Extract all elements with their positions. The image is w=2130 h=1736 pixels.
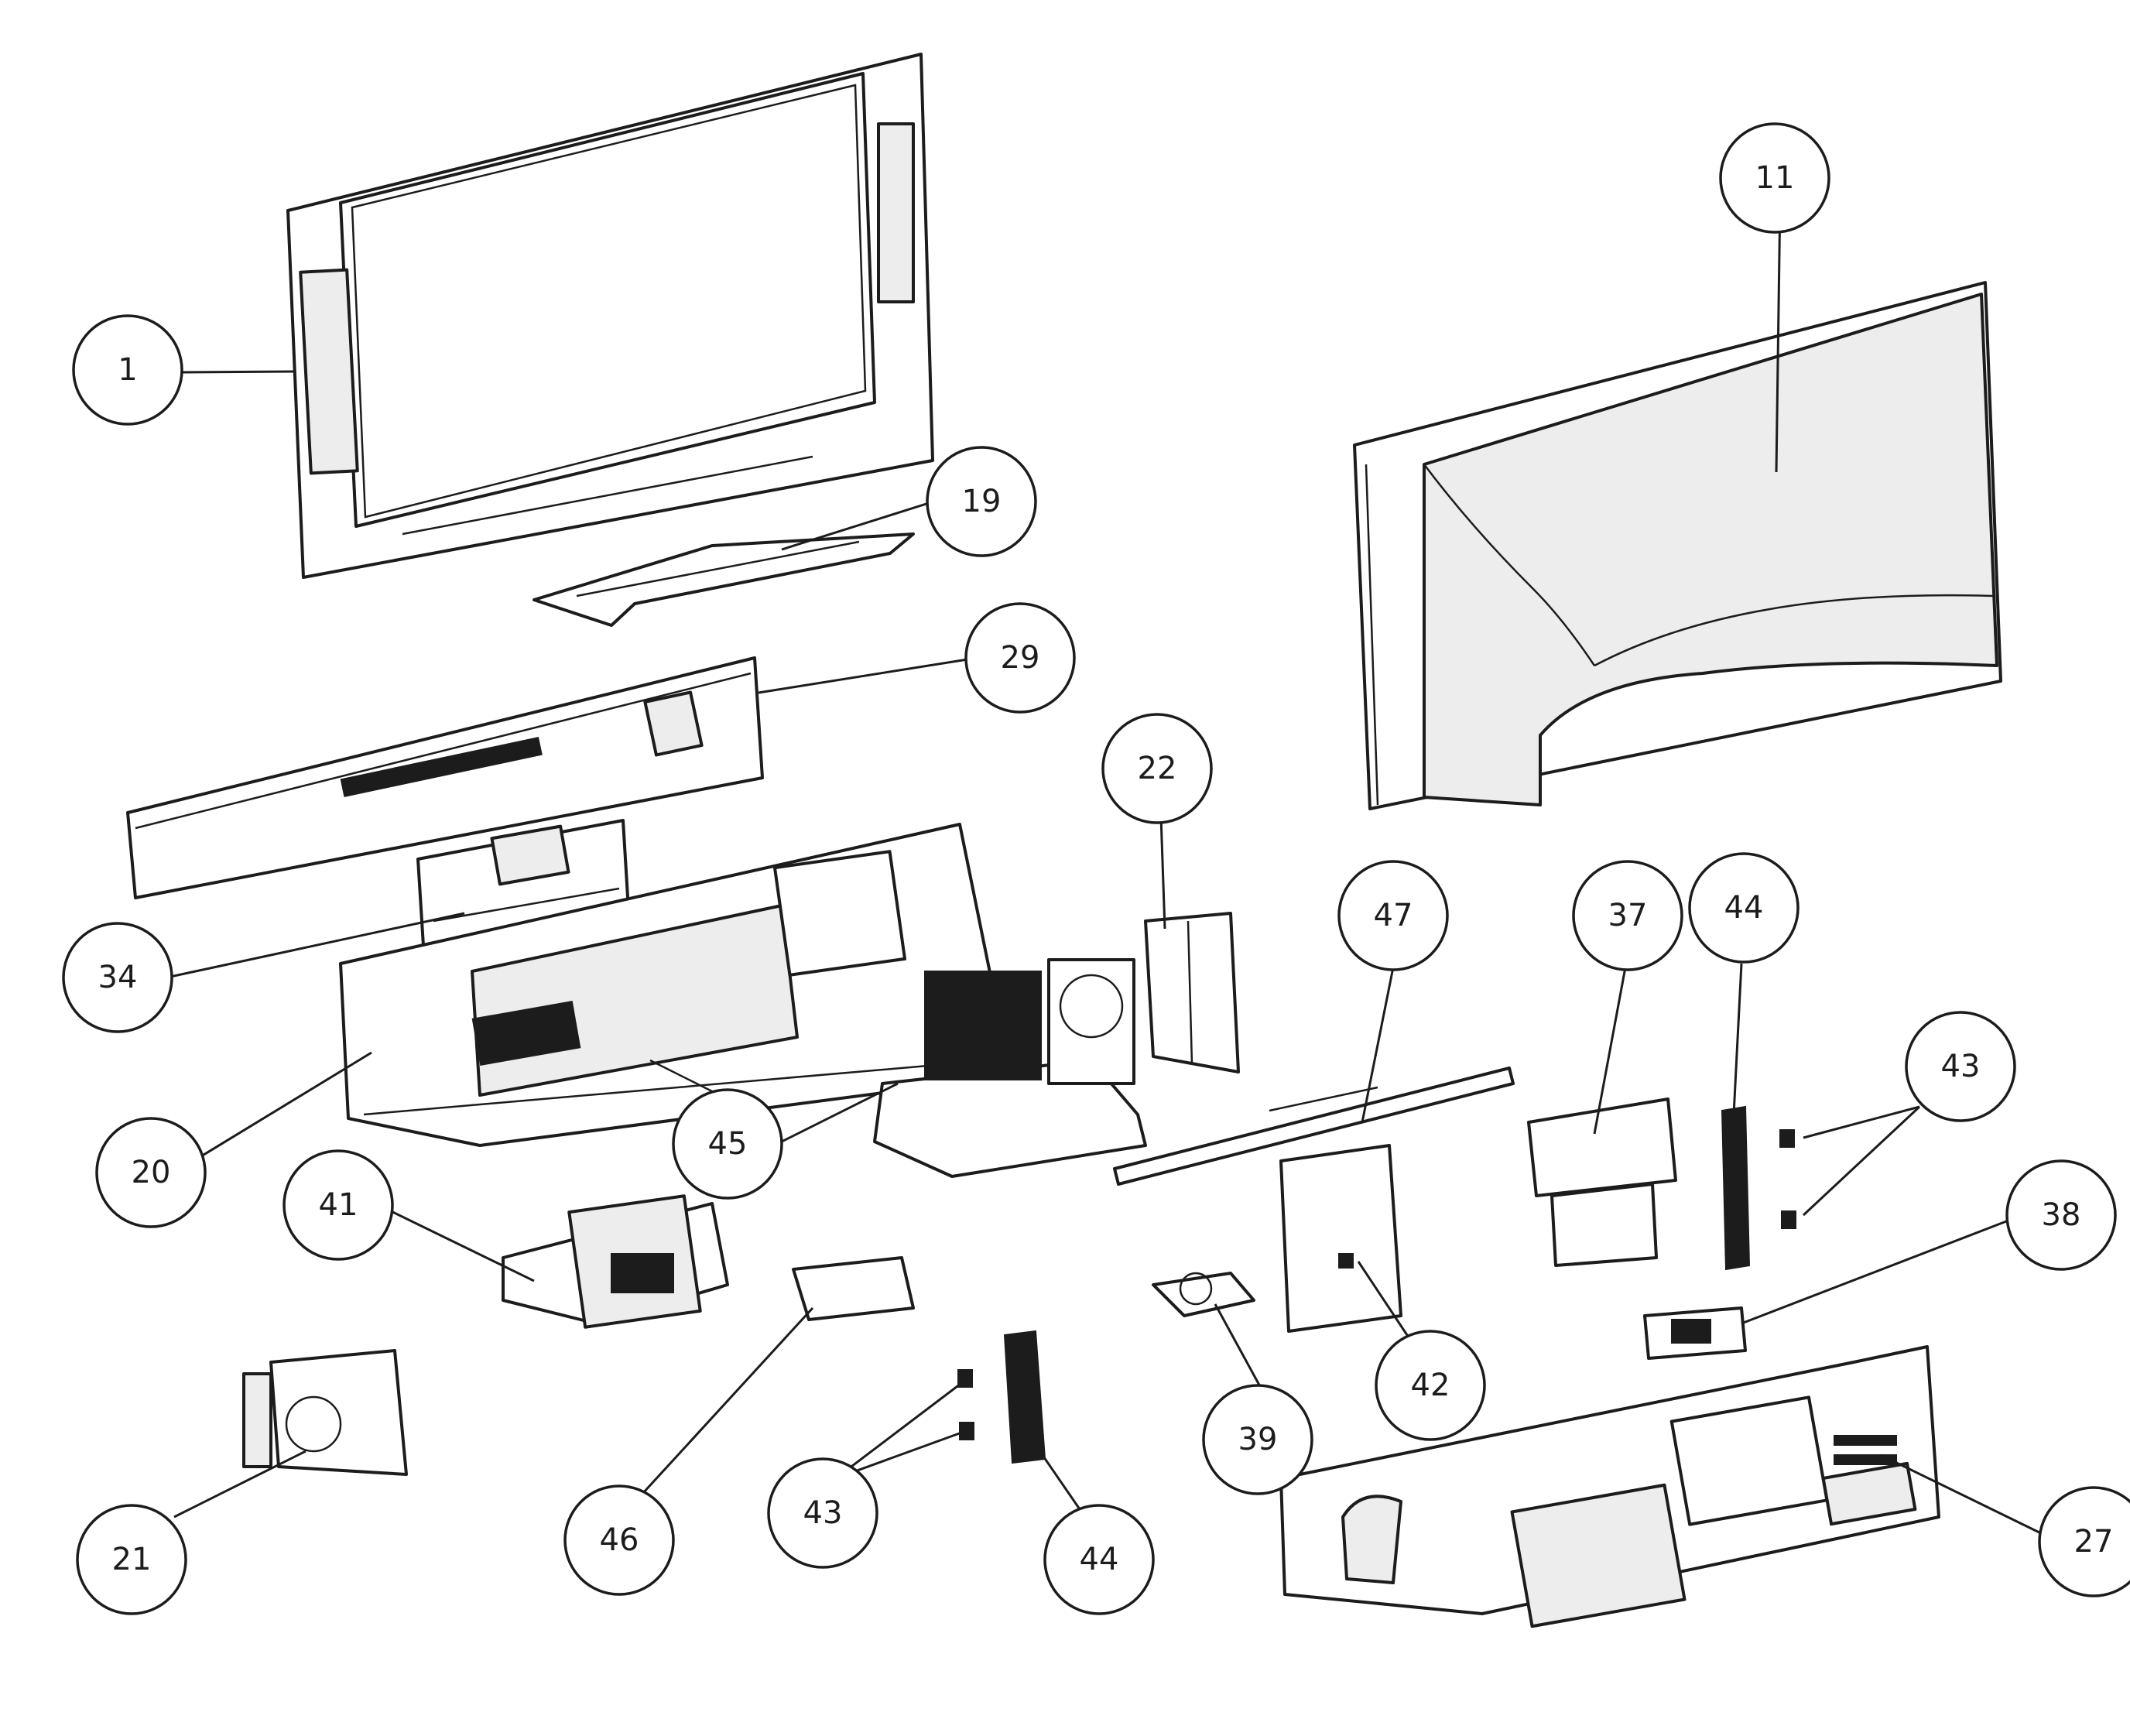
part-terminal-strip-left	[1003, 1330, 1046, 1464]
part-fan	[1152, 1272, 1255, 1317]
callout-label: 41	[319, 1187, 358, 1223]
callout-label: 34	[98, 960, 138, 995]
callout-label: 38	[2042, 1197, 2081, 1233]
callout-label: 20	[132, 1155, 171, 1190]
callout-29: 29	[964, 602, 1076, 714]
callout-label: 45	[708, 1126, 748, 1162]
callout-46: 46	[563, 1484, 675, 1596]
callout-label: 46	[600, 1522, 639, 1558]
callout-label: 27	[2074, 1524, 2114, 1560]
leader-lines	[170, 197, 2048, 1538]
callout-22: 22	[1101, 713, 1213, 824]
callout-label: 43	[1941, 1049, 1981, 1084]
part-signal-board	[502, 1194, 729, 1329]
callout-label: 44	[1080, 1542, 1119, 1577]
callout-41: 41	[283, 1149, 394, 1261]
callout-34: 34	[62, 922, 173, 1033]
callout-label: 21	[112, 1542, 152, 1577]
part-optical-engine	[873, 958, 1147, 1178]
part-vertical-bracket	[1144, 912, 1240, 1073]
callout-label: 37	[1608, 898, 1648, 933]
part-speaker-module	[1643, 1306, 1747, 1360]
callout-44-left: 44	[1043, 1504, 1155, 1615]
part-terminal-strip-right	[1721, 1105, 1751, 1271]
callout-37: 37	[1572, 860, 1683, 971]
callout-42: 42	[1375, 1330, 1486, 1441]
part-rear-cover	[1279, 1345, 1940, 1628]
part-control-panel	[126, 656, 764, 899]
callout-label: 43	[803, 1495, 843, 1531]
callout-label: 39	[1238, 1422, 1278, 1457]
callout-label: 1	[118, 352, 137, 388]
callout-label: 29	[1001, 640, 1040, 676]
part-front-bezel	[286, 53, 934, 579]
part-power-supply	[242, 1349, 408, 1476]
callout-19: 19	[926, 446, 1037, 557]
callout-20: 20	[95, 1117, 207, 1228]
callout-45: 45	[672, 1088, 783, 1200]
part-long-rail	[1113, 1067, 1515, 1186]
callout-43-left: 43	[767, 1457, 878, 1569]
part-rear-cabinet	[1353, 281, 2002, 810]
part-circuit-plate	[1279, 1144, 1402, 1333]
callout-label: 19	[962, 484, 1002, 519]
callout-44-right: 44	[1688, 852, 1800, 964]
part-base-trim	[532, 532, 915, 627]
callout-43-right: 43	[1905, 1011, 2016, 1122]
callout-label: 11	[1755, 160, 1795, 196]
part-clips-left	[957, 1369, 974, 1440]
callout-27: 27	[2038, 1486, 2130, 1597]
callout-39: 39	[1202, 1384, 1313, 1495]
part-mounting-plate	[1527, 1097, 1677, 1267]
callout-label: 47	[1374, 898, 1413, 933]
part-small-tray	[792, 1256, 915, 1321]
callout-11: 11	[1719, 122, 1830, 234]
callout-47: 47	[1337, 860, 1449, 971]
callout-label: 42	[1411, 1368, 1450, 1403]
callout-label: 22	[1138, 751, 1177, 786]
callout-21: 21	[76, 1504, 187, 1615]
part-clips-right	[1779, 1129, 1796, 1229]
callout-38: 38	[2005, 1159, 2117, 1271]
callout-1: 1	[72, 314, 183, 426]
callout-label: 44	[1724, 890, 1764, 926]
